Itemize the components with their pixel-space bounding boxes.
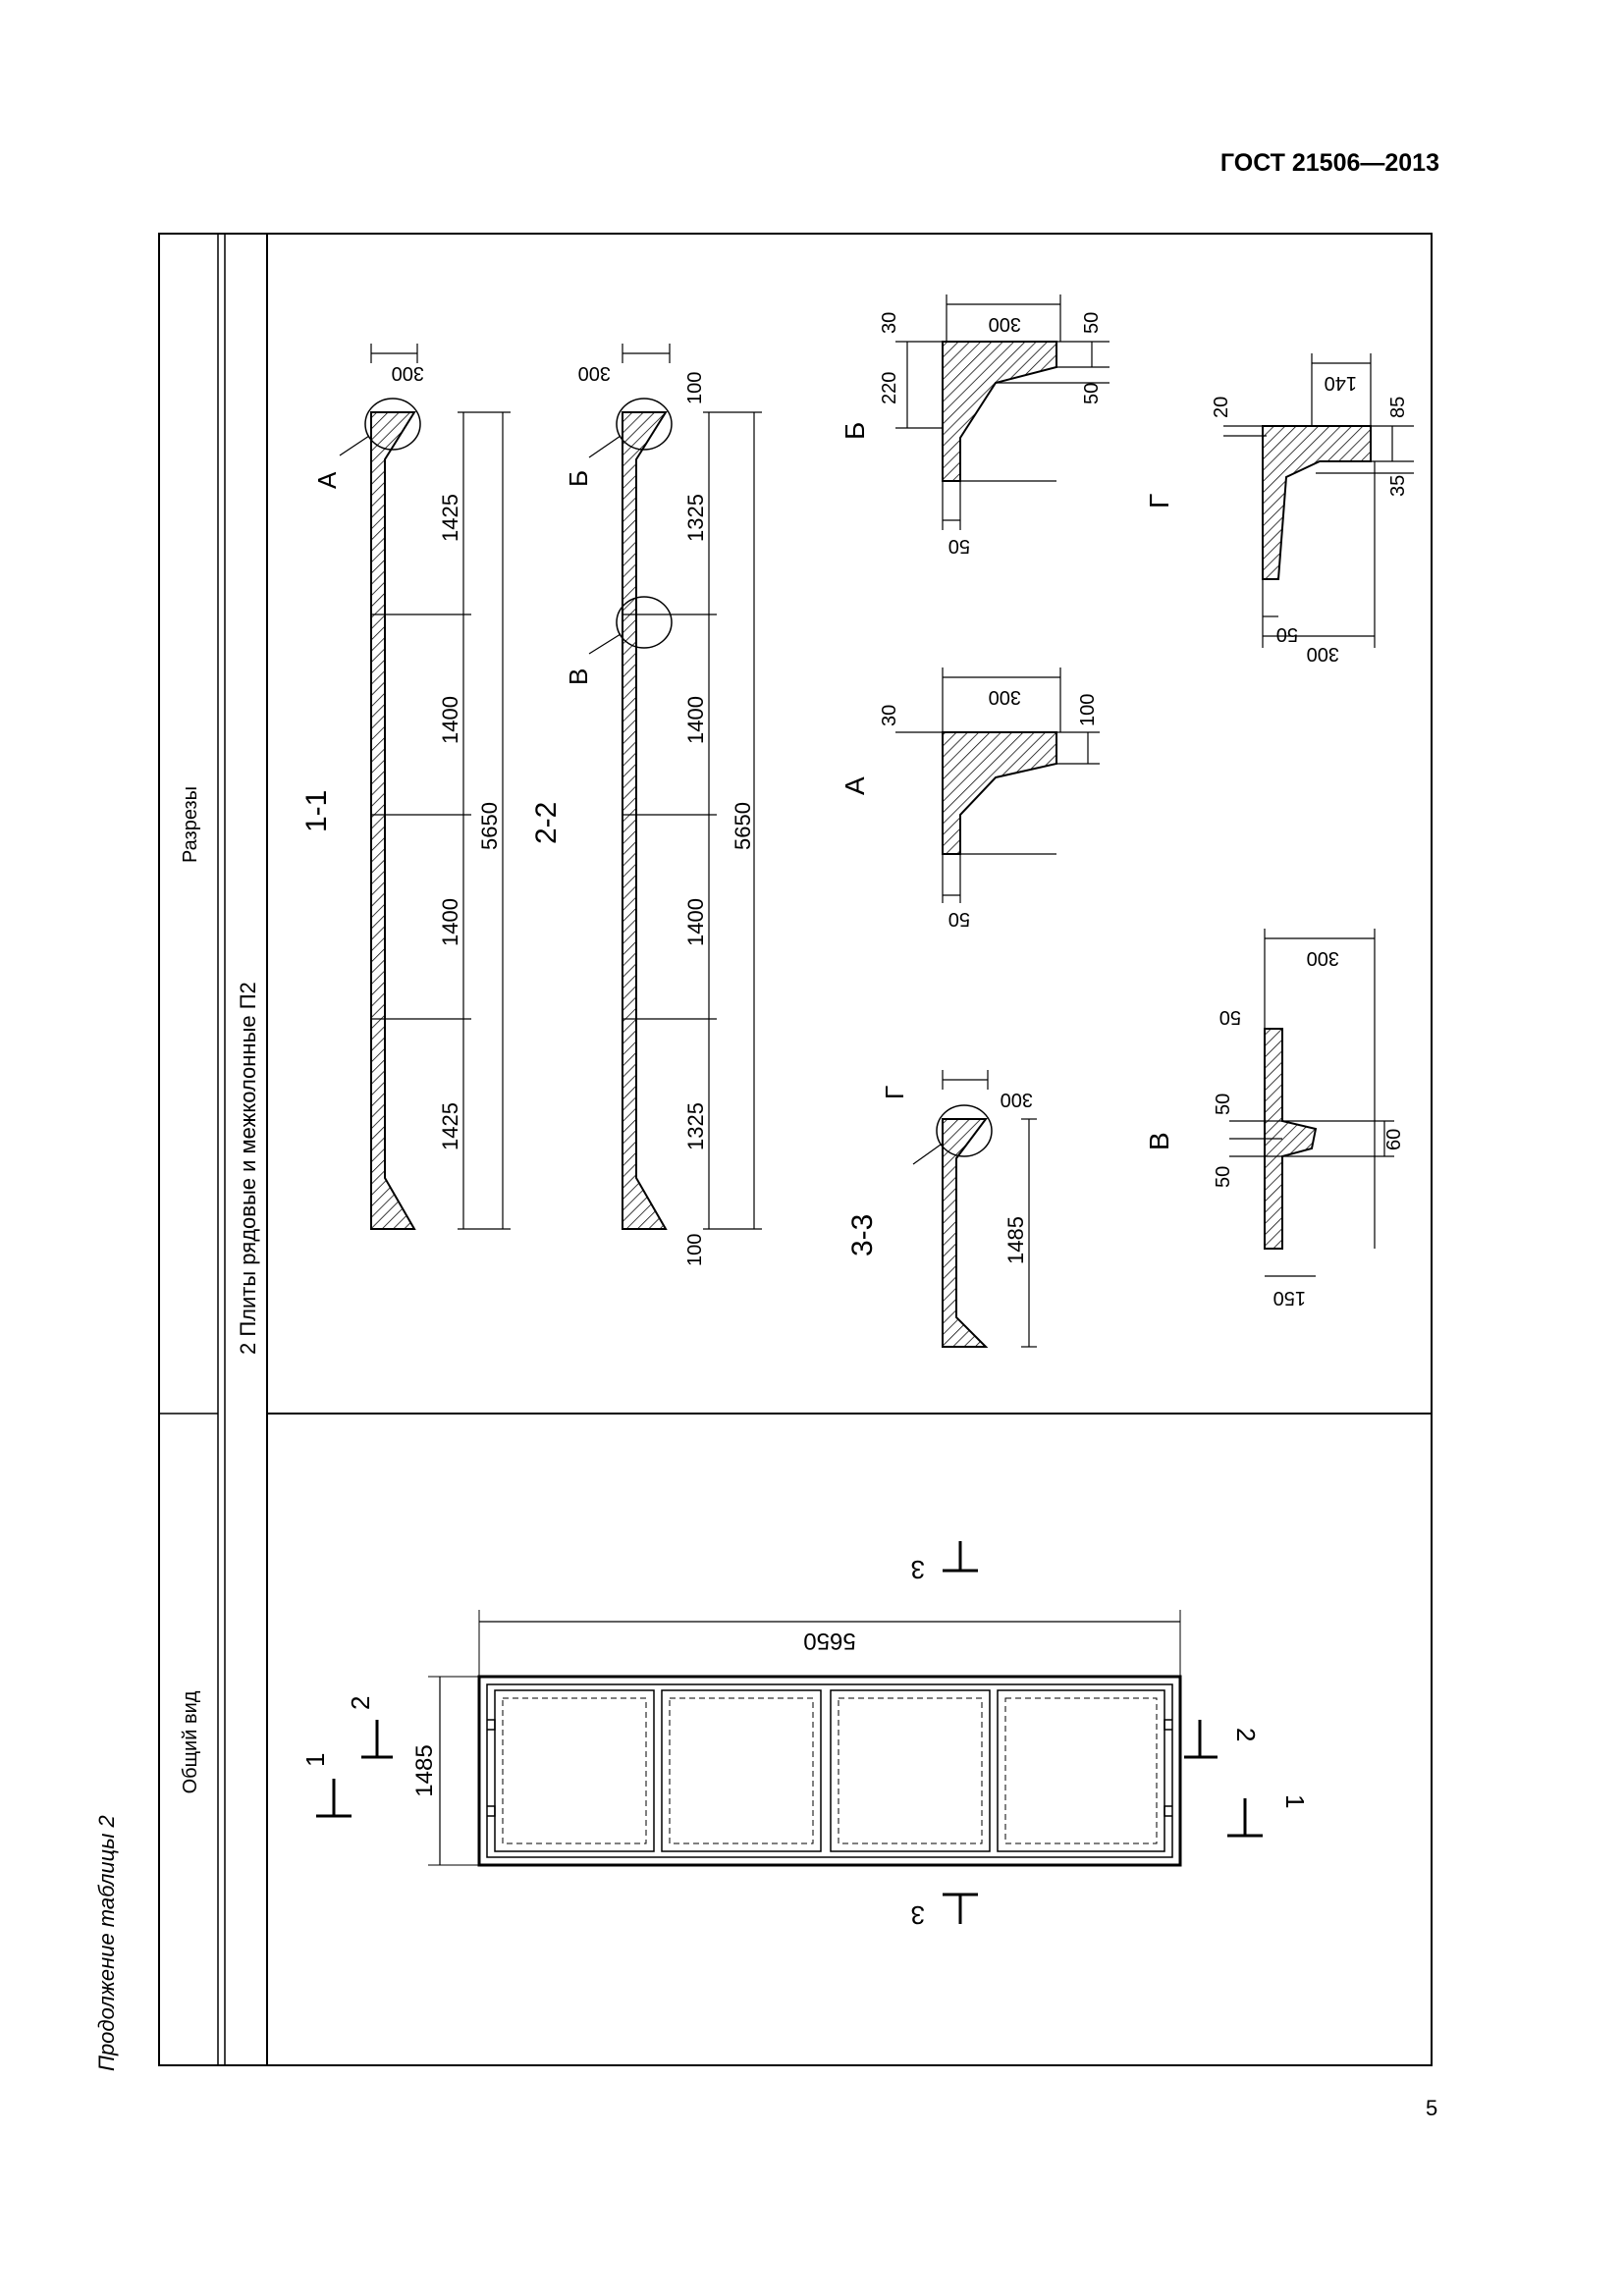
plan-length-label: 5650: [803, 1628, 855, 1654]
page-number: 5: [1426, 2096, 1438, 2120]
col-header-sections: Разрезы: [180, 786, 201, 863]
detailV-dim-50-a: 50: [1213, 1094, 1234, 1115]
section-2-2: [588, 344, 762, 1230]
section-3-3-label: 3-3: [846, 1214, 879, 1256]
callout-A: А: [312, 471, 342, 489]
detail-B-label: Б: [839, 422, 870, 440]
s22-dim-300: 300: [578, 362, 611, 384]
detailB-dim-220: 220: [879, 372, 900, 404]
detailA-dim-30: 30: [879, 705, 900, 726]
cut-mark-1-left: 1: [300, 1753, 330, 1767]
callout-B: Б: [564, 470, 593, 487]
s22-dim-5650: 5650: [731, 802, 755, 850]
cut-mark-3-bottom: 3: [911, 1900, 925, 1930]
s11-dim-1400b: 1400: [438, 898, 462, 946]
s11-dim-5650: 5650: [477, 802, 502, 850]
detail-V-label: В: [1144, 1132, 1174, 1150]
s11-dim-1425a: 1425: [438, 494, 462, 542]
section-1-1-label: 1-1: [300, 790, 333, 832]
s33-dim-1485: 1485: [1003, 1216, 1028, 1264]
callout-V: В: [564, 668, 593, 685]
detailG-dim-300: 300: [1307, 643, 1339, 665]
s11-dim-1425b: 1425: [438, 1102, 462, 1150]
s22-dim-100a: 100: [684, 372, 706, 404]
detail-A-label: А: [839, 776, 870, 795]
detailA-dim-100: 100: [1077, 694, 1099, 726]
cut-mark-3-top: 3: [911, 1555, 925, 1584]
col-header-general-view: Общий вид: [180, 1690, 201, 1793]
detailG-dim-20: 20: [1211, 397, 1232, 418]
detail-V: [1229, 929, 1394, 1277]
detailA-dim-300: 300: [989, 686, 1021, 708]
s33-dim-300: 300: [1001, 1089, 1033, 1110]
cut-mark-2-left: 2: [346, 1696, 375, 1710]
detail-G-label: Г: [1144, 494, 1174, 508]
detailG-dim-50: 50: [1276, 623, 1298, 645]
detailV-dim-150: 150: [1273, 1287, 1306, 1308]
s22-dim-1325b: 1325: [683, 1102, 708, 1150]
s22-dim-1325a: 1325: [683, 494, 708, 542]
plan-view: [316, 1541, 1263, 1924]
detailG-dim-140: 140: [1325, 372, 1357, 394]
detailV-dim-300: 300: [1307, 947, 1339, 969]
detail-G: [1223, 353, 1414, 648]
callout-G: Г: [880, 1086, 909, 1099]
s22-dim-1400b: 1400: [683, 898, 708, 946]
table-frame: [158, 233, 1433, 2066]
detail-B: [895, 294, 1110, 530]
s22-dim-100b: 100: [684, 1234, 706, 1266]
s11-dim-1400a: 1400: [438, 696, 462, 744]
section-1-1: [339, 344, 511, 1230]
section-3-3: [912, 1070, 1037, 1348]
detailG-dim-85: 85: [1387, 397, 1409, 418]
detailB-dim-300: 300: [989, 313, 1021, 335]
detailV-dim-60: 60: [1383, 1129, 1405, 1150]
detailV-dim-50-b: 50: [1213, 1166, 1234, 1188]
detailV-dim-50-top: 50: [1219, 1006, 1241, 1028]
s11-dim-300: 300: [392, 362, 424, 384]
s22-dim-1400a: 1400: [683, 696, 708, 744]
cut-mark-2-right: 2: [1231, 1728, 1261, 1741]
detailA-dim-50: 50: [948, 908, 970, 930]
plan-width-label: 1485: [411, 1744, 438, 1796]
cut-mark-1-right: 1: [1280, 1794, 1310, 1808]
detailB-dim-50-top: 50: [1081, 312, 1103, 334]
detail-A: [895, 667, 1100, 903]
detailB-dim-30: 30: [879, 312, 900, 334]
document-header: ГОСТ 21506—2013: [1219, 149, 1439, 177]
detailB-dim-50-bottom: 50: [948, 535, 970, 557]
row-title: 2 Плиты рядовые и межколонные П2: [236, 982, 260, 1355]
detailB-dim-50-mid: 50: [1081, 383, 1103, 404]
section-2-2-label: 2-2: [530, 802, 563, 844]
detailG-dim-35: 35: [1387, 475, 1409, 497]
